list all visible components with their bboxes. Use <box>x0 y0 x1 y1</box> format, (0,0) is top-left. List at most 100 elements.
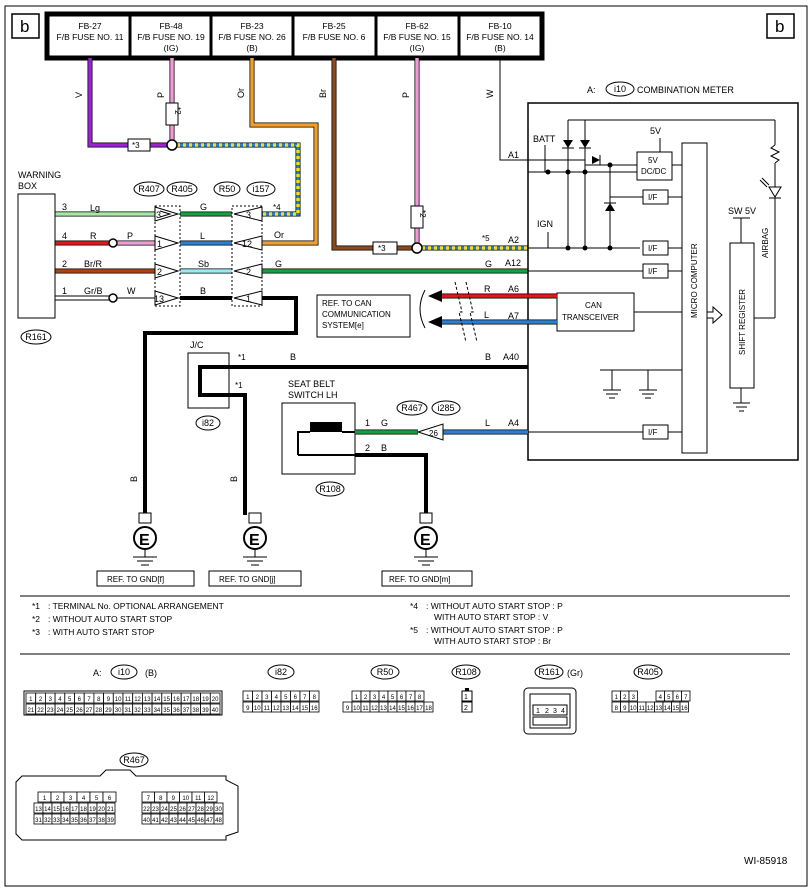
svg-text:I/F: I/F <box>648 193 657 202</box>
svg-text:1: 1 <box>365 418 370 428</box>
wire-label: B <box>381 443 387 453</box>
svg-text:22: 22 <box>143 807 150 813</box>
svg-text:36: 36 <box>173 708 180 714</box>
svg-text:A:: A: <box>93 668 102 678</box>
gnd-ref-j: REF. TO GND[j] <box>219 575 276 584</box>
svg-text:WARNING: WARNING <box>18 170 61 180</box>
svg-text:24: 24 <box>57 708 64 714</box>
svg-text:15: 15 <box>163 697 170 703</box>
wire-label: P <box>156 92 166 98</box>
svg-text:A4: A4 <box>508 418 519 428</box>
svg-text:4: 4 <box>275 695 279 701</box>
svg-text:1: 1 <box>464 694 468 701</box>
svg-text:SW 5V: SW 5V <box>728 206 756 216</box>
svg-text:33: 33 <box>53 818 60 824</box>
svg-text:I/F: I/F <box>648 267 657 276</box>
wire-label: L <box>484 310 489 320</box>
connector-i157: i157 <box>252 184 269 194</box>
svg-text:: WITHOUT AUTO START STOP: : WITHOUT AUTO START STOP <box>48 614 173 624</box>
svg-text:45: 45 <box>188 818 195 824</box>
fuse-name: F/B FUSE NO. 19 <box>137 32 205 42</box>
svg-text:i82: i82 <box>275 667 287 677</box>
connector-r467: R467 <box>401 403 423 413</box>
svg-text:SEAT BELT: SEAT BELT <box>288 379 336 389</box>
svg-text:1: 1 <box>62 286 67 296</box>
svg-text:BATT: BATT <box>533 134 556 144</box>
svg-text:4: 4 <box>382 695 386 701</box>
svg-text:*1: *1 <box>238 353 246 362</box>
pin-label: 1 <box>157 239 162 249</box>
svg-text:20: 20 <box>212 697 219 703</box>
fuse-name: F/B FUSE NO. 6 <box>303 32 366 42</box>
svg-text:12: 12 <box>207 796 214 802</box>
svg-text:2: 2 <box>623 695 627 701</box>
svg-text:i10: i10 <box>118 667 130 677</box>
svg-text:16: 16 <box>407 706 414 712</box>
connector-i10: i10 <box>614 84 626 94</box>
svg-text:25: 25 <box>170 807 177 813</box>
connector-r161: R161 <box>25 332 47 342</box>
svg-text:33: 33 <box>144 708 151 714</box>
svg-text:4: 4 <box>62 231 67 241</box>
splice-point <box>108 293 118 303</box>
fuse-code: FB-27 <box>78 21 101 31</box>
gnd-ref-box[interactable] <box>96 570 195 587</box>
connector-pair-r407-r405 <box>154 205 181 307</box>
svg-text:*2: *2 <box>32 614 40 624</box>
svg-text:37: 37 <box>89 818 96 824</box>
svg-text:7: 7 <box>684 695 688 701</box>
star-box-s3-br: *3 <box>372 241 398 255</box>
svg-text:1: 1 <box>246 695 250 701</box>
svg-text:9: 9 <box>246 706 250 712</box>
gnd-ref-box[interactable] <box>208 570 302 587</box>
svg-text:11: 11 <box>362 706 369 712</box>
svg-text:1: 1 <box>355 695 359 701</box>
svg-text:39: 39 <box>202 708 209 714</box>
svg-text:1: 1 <box>43 796 47 802</box>
svg-text:: WITHOUT AUTO START STOP :: : WITHOUT AUTO START STOP : P <box>426 601 563 611</box>
svg-text:16: 16 <box>311 706 318 712</box>
svg-text:12: 12 <box>134 697 141 703</box>
svg-text:26: 26 <box>76 708 83 714</box>
gnd-ref-box[interactable] <box>381 570 473 587</box>
svg-text:11: 11 <box>195 796 202 802</box>
seat-belt-switch: SEAT BELT SWITCH LH 1 2 R108 <box>281 379 370 497</box>
svg-text:1: 1 <box>615 695 619 701</box>
svg-text:11: 11 <box>125 697 132 703</box>
svg-text:28: 28 <box>95 708 102 714</box>
connector-pair-r467-i285: 26 R467 i285 <box>396 400 461 441</box>
svg-text:R161: R161 <box>538 667 560 677</box>
svg-text:13: 13 <box>655 706 662 712</box>
star-box-s3-v: *3 <box>127 138 151 152</box>
svg-text:17: 17 <box>416 706 423 712</box>
svg-text:A40: A40 <box>503 352 519 362</box>
svg-text:3: 3 <box>62 202 67 212</box>
svg-text:9: 9 <box>107 697 111 703</box>
svg-text:5: 5 <box>391 695 395 701</box>
combination-meter: A: i10 COMBINATION METER A1 A2 A12 A6 A7… <box>503 81 799 461</box>
svg-text:*1: *1 <box>32 601 40 611</box>
wire-lgy-dashed <box>177 142 301 217</box>
wire-label: G <box>485 259 492 269</box>
svg-text:*3: *3 <box>132 141 140 150</box>
svg-text:9: 9 <box>623 706 627 712</box>
svg-text:5V: 5V <box>650 126 661 136</box>
notes-right: *4 : WITHOUT AUTO START STOP : P WITH AU… <box>410 601 563 646</box>
shift-register-label: SHIFT REGISTER <box>738 289 747 355</box>
svg-text:18: 18 <box>192 697 199 703</box>
wire-label: G <box>381 418 388 428</box>
svg-text:31: 31 <box>125 708 132 714</box>
ground-point: E <box>414 512 438 566</box>
star-label-s5: *5 <box>482 234 490 243</box>
svg-text:11: 11 <box>264 706 271 712</box>
wire-label: Br/R <box>84 259 103 269</box>
wire-or: Or Or <box>236 58 319 246</box>
svg-text:26: 26 <box>429 429 438 438</box>
can-break-mark <box>465 281 478 343</box>
svg-text:17: 17 <box>183 697 190 703</box>
svg-text:16: 16 <box>62 807 69 813</box>
svg-text:12: 12 <box>371 706 378 712</box>
svg-text:40: 40 <box>143 818 150 824</box>
star-box-s2-p2: *2 <box>410 205 427 229</box>
